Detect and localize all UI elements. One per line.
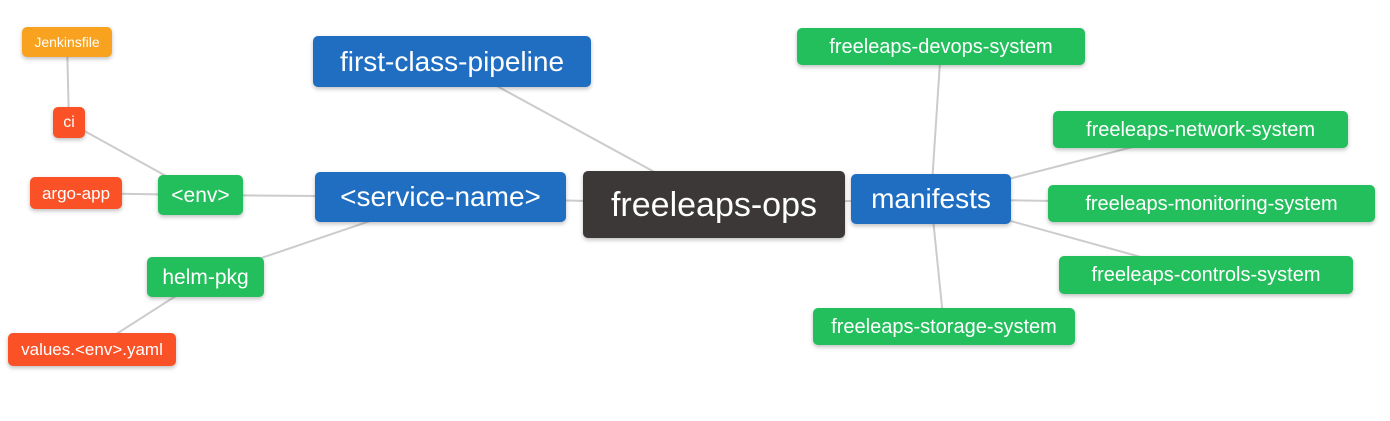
node-freeleaps-ops[interactable]: freeleaps-ops	[583, 171, 845, 238]
node-label: freeleaps-controls-system	[1091, 264, 1321, 286]
node-label: freeleaps-devops-system	[829, 35, 1053, 58]
node-jenkinsfile[interactable]: Jenkinsfile	[22, 27, 112, 57]
node-freeleaps-storage-system[interactable]: freeleaps-storage-system	[813, 308, 1075, 345]
node-label: freeleaps-ops	[610, 185, 817, 224]
node-freeleaps-network-system[interactable]: freeleaps-network-system	[1053, 111, 1348, 148]
node-helm-pkg[interactable]: helm-pkg	[147, 257, 264, 297]
node-manifests[interactable]: manifests	[851, 174, 1011, 224]
node-freeleaps-controls-system[interactable]: freeleaps-controls-system	[1059, 256, 1353, 294]
node-label: ci	[63, 113, 75, 131]
node-freeleaps-monitoring-system[interactable]: freeleaps-monitoring-system	[1048, 185, 1375, 222]
node-ci[interactable]: ci	[53, 107, 85, 138]
node-label: argo-app	[41, 183, 111, 203]
node-label: <service-name>	[340, 181, 541, 212]
node-argo-app[interactable]: argo-app	[30, 177, 122, 209]
node-label: values.<env>.yaml	[21, 340, 163, 359]
node-service-name[interactable]: <service-name>	[315, 172, 566, 222]
node-label: freeleaps-storage-system	[831, 315, 1057, 338]
node-label: first-class-pipeline	[339, 45, 565, 77]
node-freeleaps-devops-system[interactable]: freeleaps-devops-system	[797, 28, 1085, 65]
node-label: manifests	[871, 183, 991, 214]
node-label: freeleaps-monitoring-system	[1085, 192, 1338, 215]
node-label: freeleaps-network-system	[1086, 118, 1315, 141]
node-label: <env>	[171, 183, 230, 207]
node-env[interactable]: <env>	[158, 175, 243, 215]
node-label: Jenkinsfile	[34, 34, 100, 50]
node-first-class-pipeline[interactable]: first-class-pipeline	[313, 36, 591, 87]
edge-manifests-to-freeleaps-devops-system	[930, 46, 942, 200]
node-values-env-yaml[interactable]: values.<env>.yaml	[8, 333, 176, 366]
node-label: helm-pkg	[162, 265, 249, 289]
